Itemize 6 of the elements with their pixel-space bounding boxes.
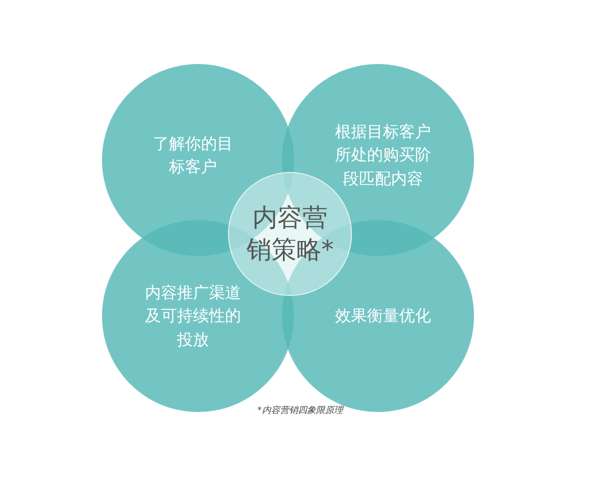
circle-label: 了解你的目标客户 bbox=[152, 132, 234, 178]
caption: *内容营销四象限原理 bbox=[256, 404, 345, 417]
circle-label: 内容推广渠道及可持续性的投放 bbox=[144, 282, 242, 351]
circle-label: 内容营销策略* bbox=[245, 202, 335, 266]
circle-label: 效果衡量优化 bbox=[334, 305, 432, 328]
circle-label: 根据目标客户所处的购买阶段匹配内容 bbox=[334, 121, 432, 190]
